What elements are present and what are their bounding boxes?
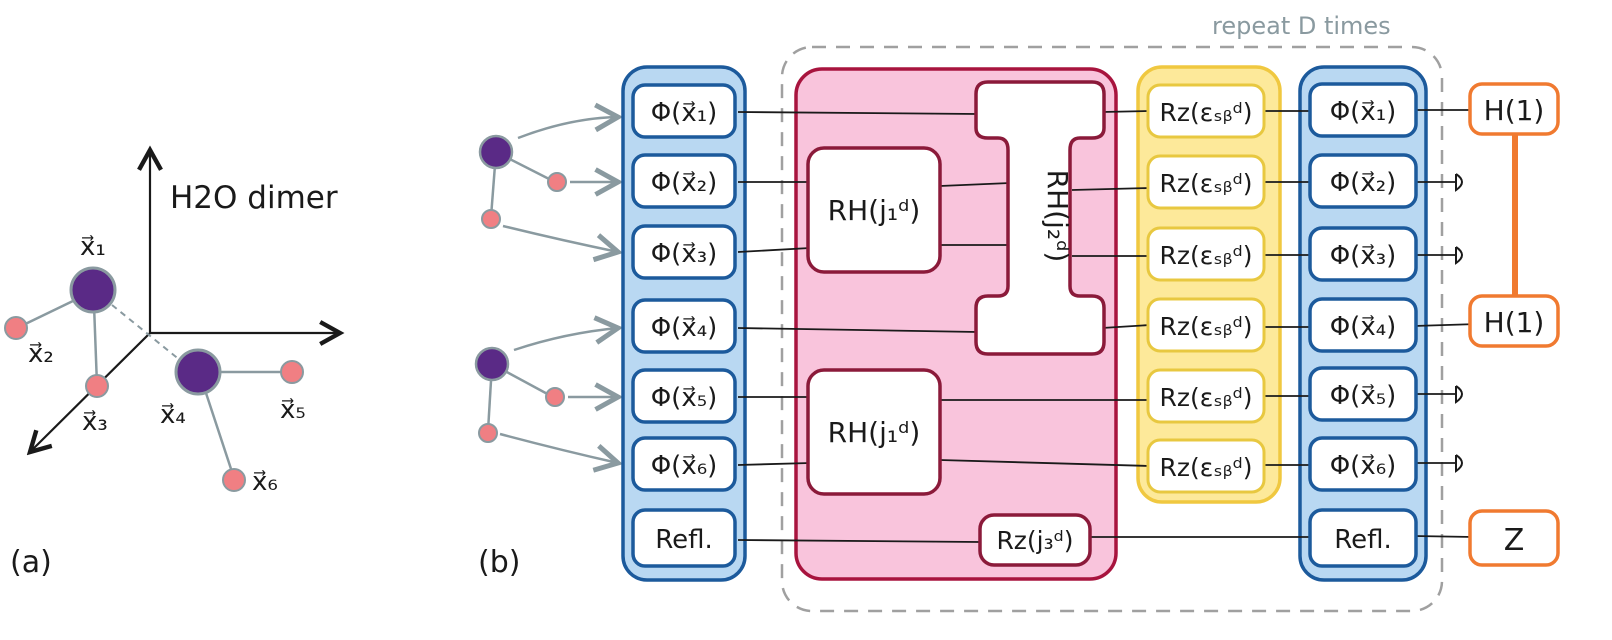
measurements: H(1) H(1) Z [1468,82,1560,567]
encoding-gates-2: Φ(x⃗₁) Φ(x⃗₂) Φ(x⃗₃) Φ(x⃗₄) Φ(x⃗₅) Φ(x⃗₆… [1308,82,1418,568]
atom-label-x5: x⃗₅ [280,395,306,425]
discard-terminals [1455,173,1463,473]
gate-phi-x3-repeat: Φ(x⃗₃) [1330,241,1397,271]
hydrogen-atom [545,387,565,407]
gate-rh-j1-bottom: RH(j₁ᵈ) [828,416,921,449]
oxygen-atom [478,134,514,170]
gate-phi-x4: Φ(x⃗₄) [651,313,718,343]
gate-rz-eps-1: Rz(εₛᵦᵈ) [1159,98,1252,127]
gate-reflection-repeat: Refl. [1334,525,1392,555]
hydrogen-atom-x5 [280,360,304,384]
atom-label-x6: x⃗₆ [252,467,278,497]
repeat-label: repeat D times [1212,12,1391,40]
panel-b-label: (b) [478,545,520,580]
trace-out-icon [1455,454,1463,473]
bond-x1-x3 [92,304,99,386]
gate-rh-j2: RH(j₂ᵈ) [1041,170,1074,263]
panel-b: (b) repeat D times [474,12,1560,613]
hydrogen-atom-x2 [4,316,28,340]
bond-x4-x6 [203,389,236,479]
atom-label-x4: x⃗₄ [160,400,186,430]
gate-rh-j1-top: RH(j₁ᵈ) [828,194,921,227]
gate-phi-x4-repeat: Φ(x⃗₄) [1330,312,1397,342]
encoding-gates-1: Φ(x⃗₁) Φ(x⃗₂) Φ(x⃗₃) Φ(x⃗₄) Φ(x⃗₅) Φ(x⃗₆… [631,83,737,568]
gate-reflection: Refl. [655,525,713,555]
trace-out-icon [1455,246,1463,265]
gate-phi-x1-repeat: Φ(x⃗₁) [1330,97,1397,127]
hydrogen-atom [481,209,501,229]
input-arrows [499,117,618,463]
gate-rz-eps-6: Rz(εₛᵦᵈ) [1159,453,1252,482]
molecule-2 [474,346,565,443]
atom-label-x3: x⃗₃ [82,407,108,437]
oxygen-atom-x1 [69,266,117,314]
gate-phi-x1: Φ(x⃗₁) [651,98,718,128]
arrow-x4 [513,328,618,352]
atom-label-x1: x⃗₁ [80,232,106,262]
arrow-x6 [499,432,618,463]
measure-h1-bottom: H(1) [1484,306,1545,339]
trace-out-icon [1455,173,1463,192]
gate-phi-x3: Φ(x⃗₃) [651,239,718,269]
oxygen-atom [474,346,510,382]
oxygen-atom-x4 [174,348,222,396]
panel-a-title: H2O dimer [170,180,338,216]
gate-phi-x6-repeat: Φ(x⃗₆) [1330,451,1397,481]
gate-rz-eps-4: Rz(εₛᵦᵈ) [1159,312,1252,341]
arrow-x1 [517,117,618,140]
trace-out-icon [1455,385,1463,404]
hydrogen-atom-x6 [222,468,246,492]
gate-phi-x5: Φ(x⃗₅) [651,383,718,413]
gate-phi-x2: Φ(x⃗₂) [651,168,718,198]
gate-phi-x2-repeat: Φ(x⃗₂) [1330,168,1397,198]
arrow-x3 [502,224,618,252]
atom-label-x2: x⃗₂ [28,339,54,369]
gate-rz-j3: Rz(j₃ᵈ) [996,526,1073,555]
molecule-1 [478,134,567,229]
gate-phi-x6: Φ(x⃗₆) [651,451,718,481]
hydrogen-atom [478,423,498,443]
gate-rz-eps-5: Rz(εₛᵦᵈ) [1159,383,1252,412]
rotation-gates: Rz(εₛᵦᵈ) Rz(εₛᵦᵈ) Rz(εₛᵦᵈ) Rz(εₛᵦᵈ) Rz(ε… [1146,83,1266,494]
hydrogen-bond [111,304,187,366]
hydrogen-atom [547,172,567,192]
gate-rz-eps-2: Rz(εₛᵦᵈ) [1159,169,1252,198]
panel-a: H2O dimer x⃗₁ x⃗₂ x⃗₃ x⃗₄ x⃗₅ x⃗₆ (a) [4,150,340,580]
hydrogen-atom-x3 [85,374,109,398]
measure-z: Z [1504,523,1525,558]
gate-rh-j2-shape [974,80,1106,356]
entangling-gates: RH(j₁ᵈ) RH(j₁ᵈ) RH(j₂ᵈ) Rz(j₃ᵈ) [806,80,1106,567]
measure-h1-top: H(1) [1484,94,1545,127]
wires [737,109,1479,543]
panel-a-label: (a) [10,545,52,580]
gate-rz-eps-3: Rz(εₛᵦᵈ) [1159,241,1252,270]
gate-phi-x5-repeat: Φ(x⃗₅) [1330,381,1397,411]
